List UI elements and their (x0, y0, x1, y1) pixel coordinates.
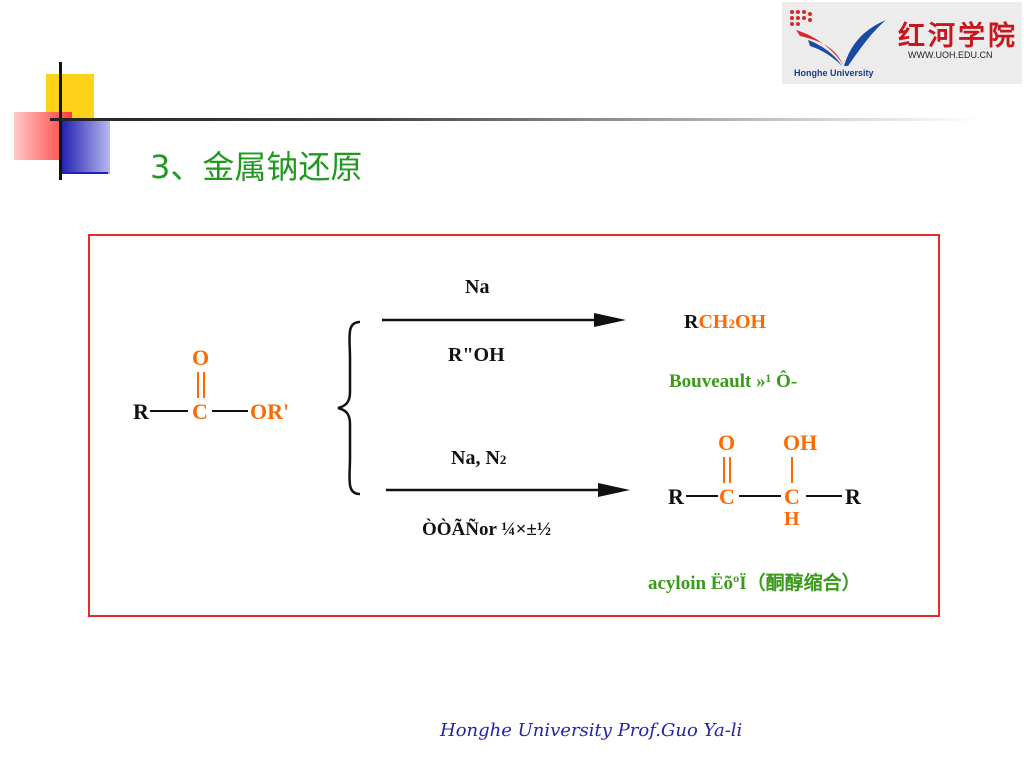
university-logo: 红河学院 WWW.UOH.EDU.CN Honghe University (782, 2, 1022, 84)
acyloin-r-left: R (668, 484, 684, 509)
top-reaction-arrow (382, 313, 626, 327)
reactant-r: R (133, 399, 149, 424)
top-reaction-name: Bouveault »¹ Ô- (669, 371, 798, 392)
acyloin-carbonyl-o: O (718, 430, 736, 455)
reactant-carbonyl-o: O (192, 345, 210, 370)
logo-url: WWW.UOH.EDU.CN (908, 50, 993, 60)
decor-blue-underline (62, 172, 108, 174)
reactant-double-bond-right (203, 372, 205, 398)
acyloin-bond-c-oh (791, 457, 793, 483)
logo-english-name: Honghe University (794, 68, 874, 78)
bottom-reaction-name: acyloin ËõºÏ（酮醇缩合） (648, 573, 861, 594)
acyloin-double-bond-left (723, 457, 725, 483)
top-product-oh: OH (734, 311, 767, 333)
acyloin-h: H (784, 508, 800, 530)
reactant-double-bond-left (197, 372, 199, 398)
decor-vertical-line (59, 62, 62, 180)
top-product-r: R (684, 311, 699, 333)
bottom-reagent-subscript: 2 (499, 452, 507, 467)
slide-title: 3、金属钠还原 (150, 148, 363, 186)
decor-horizontal-line (50, 118, 980, 121)
bottom-reagent-na-n2: Na, N2 (451, 448, 506, 468)
top-product-subscript: 2 (728, 316, 735, 331)
acyloin-r-right: R (845, 484, 861, 509)
reactant-bond-r-c (150, 410, 188, 412)
top-reagent-alcohol: R"OH (448, 344, 505, 366)
acyloin-oh: OH (783, 430, 818, 455)
logo-chinese-name: 红河学院 (898, 21, 1018, 52)
acyloin-bond-c-r (806, 495, 842, 497)
acyloin-bond-c-c (739, 495, 781, 497)
bottom-reaction-arrow (386, 483, 630, 497)
logo-emblem-icon (790, 10, 886, 66)
acyloin-carbonyl-c: C (719, 484, 735, 509)
decor-blue-square (62, 118, 110, 174)
acyloin-carbinol-c: C (784, 484, 800, 509)
bottom-reagent-solvent: ÒÒÃÑor ¼×±½ (422, 519, 552, 540)
slide-footer: Honghe University Prof.Guo Ya-li (440, 720, 743, 741)
top-reagent-na: Na (465, 276, 490, 298)
reactant-bond-c-o (212, 410, 248, 412)
reaction-box (88, 234, 940, 617)
acyloin-double-bond-right (729, 457, 731, 483)
reactant-carbon: C (192, 399, 208, 424)
top-product-ch: CH (698, 311, 729, 333)
branch-brace (337, 320, 361, 496)
top-product-alcohol: RCH2OH (684, 312, 766, 332)
bottom-reagent-na-text: Na, N (451, 447, 500, 469)
acyloin-bond-r-c (686, 495, 718, 497)
reactant-or-group: OR' (250, 399, 290, 424)
